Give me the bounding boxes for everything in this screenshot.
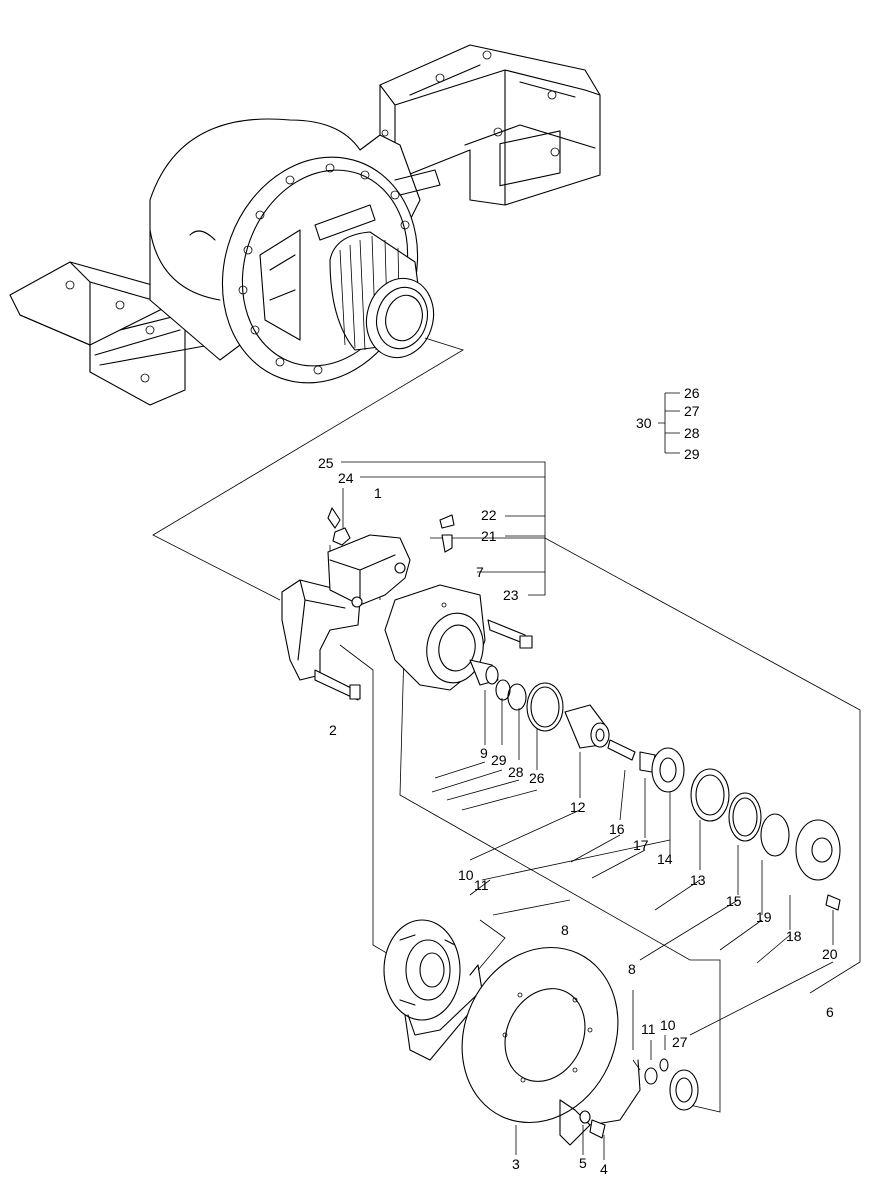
callout-2: 2	[329, 722, 337, 738]
disc-assembly	[383, 919, 699, 1146]
callout-8-lower: 8	[628, 961, 636, 977]
axle-housing-illustration	[9, 44, 601, 406]
callout-8-upper: 8	[561, 922, 569, 938]
callout-3: 3	[512, 1156, 520, 1172]
callout-26-stack: 26	[529, 770, 545, 786]
callout-21: 21	[481, 528, 497, 544]
callout-27-lower: 27	[672, 1034, 688, 1050]
callout-10-lower: 10	[660, 1017, 676, 1033]
callout-27-kit: 27	[684, 403, 700, 419]
callout-4: 4	[600, 1161, 608, 1177]
callout-28-kit: 28	[684, 425, 700, 441]
callout-11-lower: 11	[641, 1021, 656, 1037]
callout-labels: 1 2 3 4 5 6 7 8 8 9 10 10 11 11 12 13 14…	[318, 385, 838, 1177]
callout-16: 16	[609, 821, 625, 837]
callout-15: 15	[726, 893, 742, 909]
callout-22: 22	[481, 507, 497, 523]
callout-19: 19	[756, 909, 772, 925]
callout-10-upper: 10	[458, 867, 474, 883]
callout-9: 9	[480, 745, 488, 761]
callout-11-upper: 11	[474, 877, 489, 893]
callout-1: 1	[374, 485, 382, 501]
callout-23: 23	[503, 587, 519, 603]
callout-12: 12	[570, 799, 586, 815]
callout-5: 5	[579, 1155, 587, 1171]
callout-17: 17	[633, 837, 649, 853]
callout-28-stack: 28	[508, 764, 524, 780]
callout-7: 7	[476, 564, 484, 580]
callout-25: 25	[318, 455, 334, 471]
callout-14: 14	[657, 851, 673, 867]
callout-29-stack: 29	[491, 752, 507, 768]
callout-6: 6	[826, 1004, 834, 1020]
callout-24: 24	[338, 470, 354, 486]
callout-18: 18	[786, 928, 802, 944]
callout-29-kit: 29	[684, 446, 700, 462]
callout-30: 30	[636, 415, 652, 431]
caliper-assembly	[281, 507, 841, 911]
callout-13: 13	[690, 872, 706, 888]
callout-26-kit: 26	[684, 385, 700, 401]
callout-20: 20	[822, 946, 838, 962]
